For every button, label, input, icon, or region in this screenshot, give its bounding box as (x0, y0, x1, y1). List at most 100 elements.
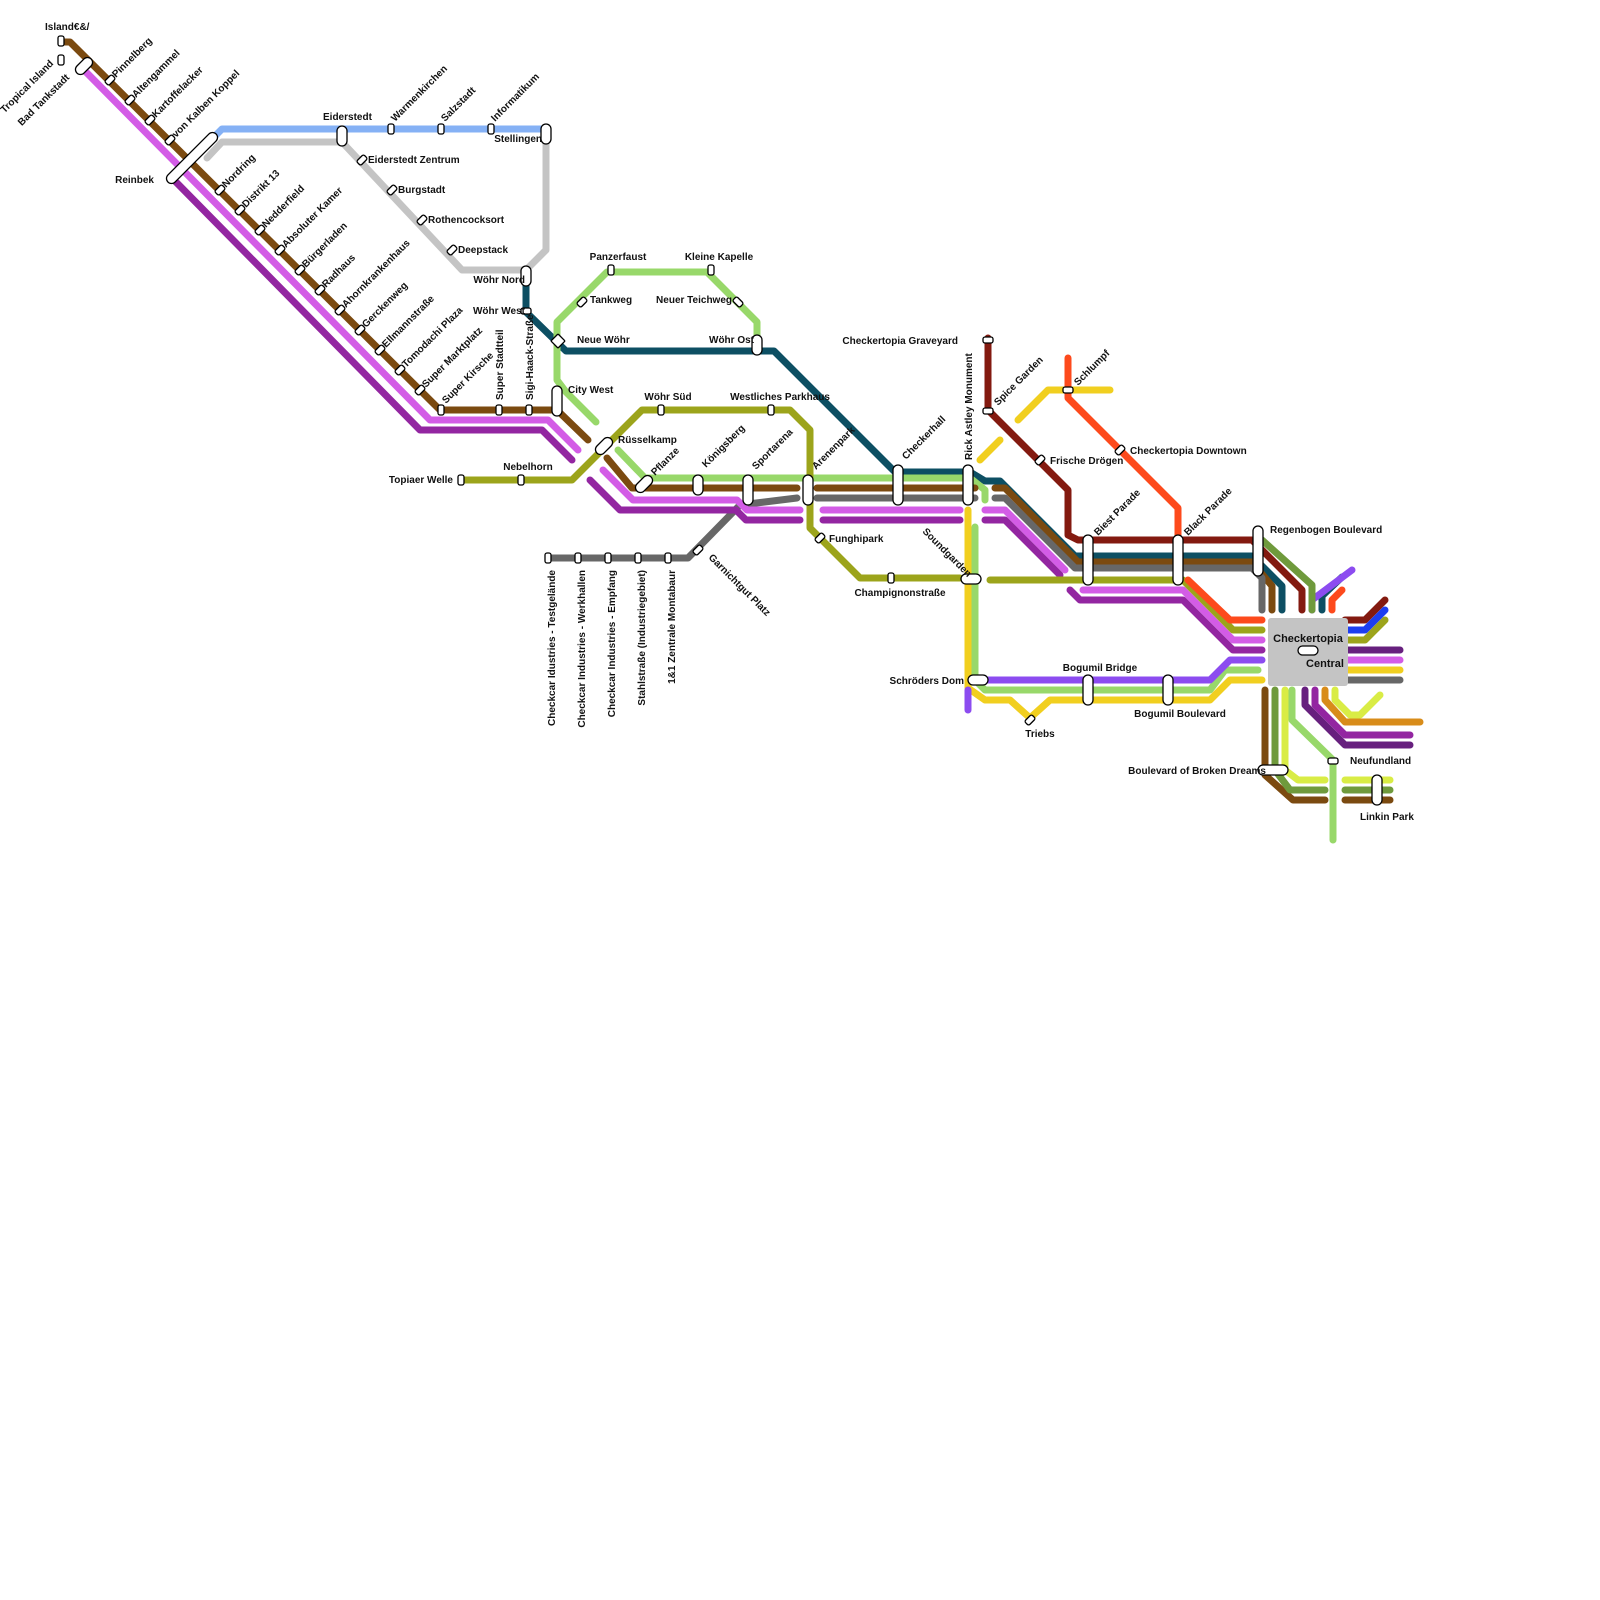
station-label-topiaer-welle[interactable]: Topiaer Welle (389, 475, 454, 486)
station-marker[interactable] (633, 473, 654, 494)
station-label-zentrale-montabaur[interactable]: 1&1 Zentrale Montabaur (667, 570, 678, 684)
station-label-rothencocksort[interactable]: Rothencocksort (428, 215, 505, 226)
station-marker[interactable] (314, 284, 326, 296)
station-marker[interactable] (394, 364, 406, 376)
station-marker[interactable] (960, 573, 982, 585)
station-marker[interactable] (387, 123, 395, 135)
station-marker[interactable] (1371, 774, 1383, 806)
station-marker[interactable] (164, 130, 219, 185)
station-label-ruesselkamp[interactable]: Rüsselkamp (618, 435, 677, 446)
station-marker[interactable] (164, 134, 176, 146)
station-marker[interactable] (802, 474, 814, 506)
station-marker[interactable] (446, 244, 458, 256)
station-marker[interactable] (967, 674, 989, 686)
station-marker[interactable] (634, 552, 642, 564)
station-marker[interactable] (57, 54, 65, 66)
station-marker[interactable] (517, 474, 525, 486)
station-marker[interactable] (386, 184, 398, 196)
station-marker[interactable] (1172, 534, 1184, 586)
station-marker[interactable] (124, 94, 136, 106)
station-label-triebs[interactable]: Triebs (1025, 729, 1055, 740)
station-marker[interactable] (692, 544, 704, 556)
station-marker[interactable] (540, 123, 552, 145)
station-marker[interactable] (962, 464, 974, 506)
station-label-distrikt-13[interactable]: Distrikt 13 (240, 168, 282, 210)
station-label-bogumil-bridge[interactable]: Bogumil Bridge (1063, 663, 1138, 674)
station-label-funghipark[interactable]: Funghipark (829, 534, 884, 545)
station-label-champignonstrasse[interactable]: Champignonstraße (854, 588, 946, 599)
station-label-pflanze[interactable]: Pflanze (649, 445, 682, 478)
station-label-woehr-ost[interactable]: Wöhr Ost (709, 335, 755, 346)
station-label-black-parade[interactable]: Black Parade (1182, 486, 1235, 539)
station-marker[interactable] (254, 224, 266, 236)
station-marker[interactable] (767, 404, 775, 416)
station-label-neufundland[interactable]: Neufundland (1350, 756, 1411, 767)
station-label-sportarena[interactable]: Sportarena (750, 427, 795, 472)
station-label-tankweg[interactable]: Tankweg (590, 295, 632, 306)
station-marker[interactable] (732, 296, 744, 308)
station-marker[interactable] (1252, 525, 1264, 577)
station-marker[interactable] (334, 304, 346, 316)
station-label-eiderstedt[interactable]: Eiderstedt (323, 112, 373, 123)
station-label-ahornkrankenhaus[interactable]: Ahornkrankenhaus (340, 238, 413, 311)
station-marker[interactable] (892, 464, 904, 506)
station-marker[interactable] (354, 324, 366, 336)
station-marker[interactable] (495, 404, 503, 416)
station-marker[interactable] (73, 55, 94, 76)
hub-checkertopia-central[interactable]: Checkertopia Central (1268, 618, 1348, 686)
station-label-woehr-sued[interactable]: Wöhr Süd (644, 392, 691, 403)
station-label-schroeders-dom[interactable]: Schröders Dom (890, 676, 965, 687)
station-marker[interactable] (982, 336, 994, 344)
station-label-neue-woehr[interactable]: Neue Wöhr (577, 335, 630, 346)
station-marker[interactable] (1114, 444, 1126, 456)
station-label-linkin-park[interactable]: Linkin Park (1360, 812, 1414, 823)
station-label-broken-dreams[interactable]: Boulevard of Broken Dreams (1128, 766, 1266, 777)
station-marker[interactable] (274, 244, 286, 256)
station-marker[interactable] (437, 404, 445, 416)
station-label-checkerhall[interactable]: Checkerhall (900, 414, 948, 462)
station-marker[interactable] (576, 296, 588, 308)
station-label-cc-empfang[interactable]: Checkcar Industries - Empfang (607, 570, 618, 717)
station-marker[interactable] (550, 333, 566, 349)
station-marker[interactable] (356, 154, 368, 166)
station-label-radhaus[interactable]: Radhaus (320, 252, 358, 290)
station-marker[interactable] (751, 334, 763, 356)
station-label-bad-tankstadt[interactable]: Bad Tankstadt (16, 72, 72, 128)
station-label-salzstadt[interactable]: Salzstadt (439, 85, 478, 124)
station-marker[interactable] (574, 552, 582, 564)
station-label-reinbek[interactable]: Reinbek (115, 175, 154, 186)
station-label-cc-testgelaende[interactable]: Checkcar Idustries - Testgelände (547, 570, 558, 726)
station-label-rick-astley[interactable]: Rick Astley Monument (964, 352, 975, 460)
station-label-arenenpark[interactable]: Arenenpark (810, 425, 857, 472)
station-label-informatikum[interactable]: Informatikum (489, 71, 542, 124)
station-label-burgstadt[interactable]: Burgstadt (398, 185, 446, 196)
station-label-neuer-teichweg[interactable]: Neuer Teichweg (656, 295, 732, 306)
station-label-nordring[interactable]: Nordring (220, 152, 258, 190)
station-label-panzerfaust[interactable]: Panzerfaust (590, 252, 647, 263)
station-label-westliches-parkhaus[interactable]: Westliches Parkhaus (730, 392, 830, 403)
station-marker[interactable] (1082, 534, 1094, 586)
station-label-koenigsberg[interactable]: Königsberg (700, 423, 747, 470)
station-label-island[interactable]: Island€&/ (45, 22, 90, 33)
station-label-woehr-west[interactable]: Wöhr West (473, 306, 526, 317)
station-marker[interactable] (214, 184, 226, 196)
station-marker[interactable] (982, 407, 994, 415)
station-label-biest-parade[interactable]: Biest Parade (1092, 487, 1143, 538)
station-marker[interactable] (604, 552, 612, 564)
station-label-bogumil-boulevard[interactable]: Bogumil Boulevard (1134, 709, 1226, 720)
station-marker[interactable] (234, 204, 246, 216)
station-marker[interactable] (1024, 714, 1036, 726)
station-marker[interactable] (520, 265, 532, 287)
station-marker[interactable] (607, 264, 615, 276)
station-marker[interactable] (1062, 386, 1074, 394)
station-marker[interactable] (336, 125, 348, 147)
station-marker[interactable] (742, 474, 754, 506)
station-label-kleine-kapelle[interactable]: Kleine Kapelle (685, 252, 754, 263)
station-marker[interactable] (294, 264, 306, 276)
station-marker[interactable] (374, 344, 386, 356)
station-marker[interactable] (525, 404, 533, 416)
station-marker[interactable] (814, 532, 826, 544)
station-marker[interactable] (664, 552, 672, 564)
station-label-schlumpf[interactable]: Schlumpf (1072, 348, 1112, 388)
station-marker[interactable] (692, 474, 704, 496)
